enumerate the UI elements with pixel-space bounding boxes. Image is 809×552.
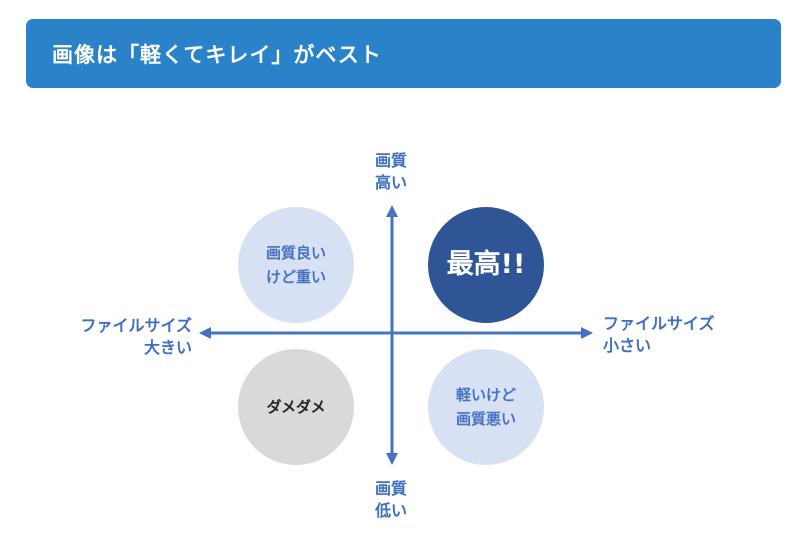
axis-label-left-line1: ファイルサイズ: [80, 316, 192, 335]
axis-label-bottom-line2: 低い: [374, 501, 407, 520]
quadrant-bottom-right: 軽いけど 画質悪い: [428, 349, 544, 465]
quadrant-top-left-line1: 画質良い: [265, 244, 326, 262]
axis-label-top-line1: 画質: [374, 151, 407, 170]
axis-label-top-line2: 高い: [374, 173, 407, 192]
horizontal-axis: [199, 327, 593, 339]
arrow-up-icon: [386, 205, 398, 217]
arrow-down-icon: [386, 453, 398, 465]
quadrant-bottom-left-label: ダメダメ: [266, 398, 326, 416]
axis-label-right-line1: ファイルサイズ: [603, 314, 715, 333]
arrow-left-icon: [199, 327, 211, 339]
vertical-axis: [386, 205, 398, 465]
header-banner: 画像は「軽くてキレイ」がベスト: [26, 19, 781, 88]
axis-label-top: 画質 高い: [371, 150, 411, 194]
page-title: 画像は「軽くてキレイ」がベスト: [52, 42, 382, 67]
quadrant-top-right-label: 最高!!: [446, 249, 526, 280]
axis-label-right: ファイルサイズ 小さい: [603, 313, 715, 357]
quadrant-bottom-right-line2: 画質悪い: [455, 410, 516, 428]
axis-label-right-line2: 小さい: [603, 336, 652, 355]
arrow-right-icon: [581, 327, 593, 339]
axis-label-left: ファイルサイズ 大きい: [40, 315, 192, 359]
quadrant-top-right: 最高!!: [428, 207, 544, 323]
axis-label-bottom: 画質 低い: [371, 478, 411, 522]
axis-label-left-line2: 大きい: [143, 338, 192, 357]
quadrant-bottom-right-line1: 軽いけど: [455, 386, 516, 404]
quadrant-top-left-line2: けど重い: [265, 268, 326, 286]
quadrant-bottom-left: ダメダメ: [238, 349, 354, 465]
quadrant-top-left: 画質良い けど重い: [238, 207, 354, 323]
axis-label-bottom-line1: 画質: [374, 479, 407, 498]
